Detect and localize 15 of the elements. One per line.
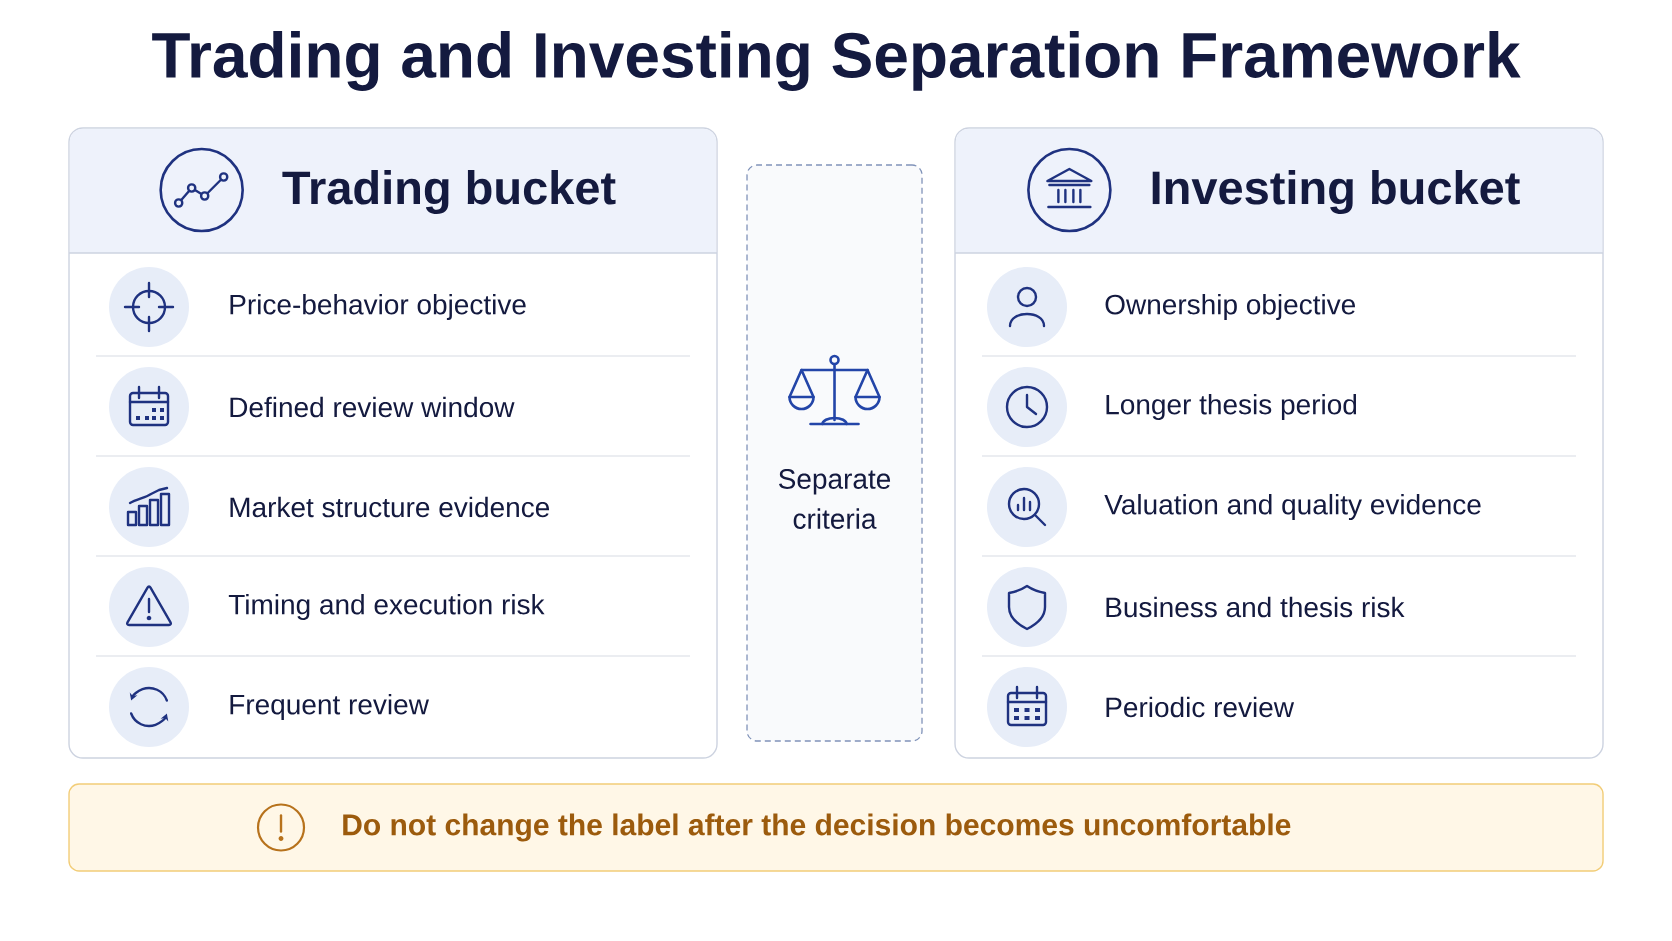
- panel-header: Trading bucket: [68, 128, 718, 254]
- note-banner: Do not change the label after the decision becomes uncomfortable: [68, 783, 1604, 872]
- dashed-box: Separate criteria: [746, 164, 923, 742]
- title: Trading and Investing Separation Framework: [152, 31, 1521, 91]
- list-item: Valuation and quality evidence: [1104, 493, 1481, 521]
- list-item: Ownership objective: [1105, 293, 1355, 321]
- list-item: Periodic review: [1106, 696, 1295, 718]
- panel-header: Investing bucket: [954, 128, 1604, 254]
- list-item: Market structure evidence: [230, 496, 550, 518]
- list-item: Longer thesis period: [1106, 393, 1357, 421]
- list-item: Price-behavior objective: [230, 293, 526, 321]
- list-item: Defined review window: [230, 396, 515, 418]
- list-item: Frequent review: [230, 693, 429, 721]
- list-item: Timing and execution risk: [228, 593, 545, 621]
- list-item: Business and thesis risk: [1106, 596, 1405, 618]
